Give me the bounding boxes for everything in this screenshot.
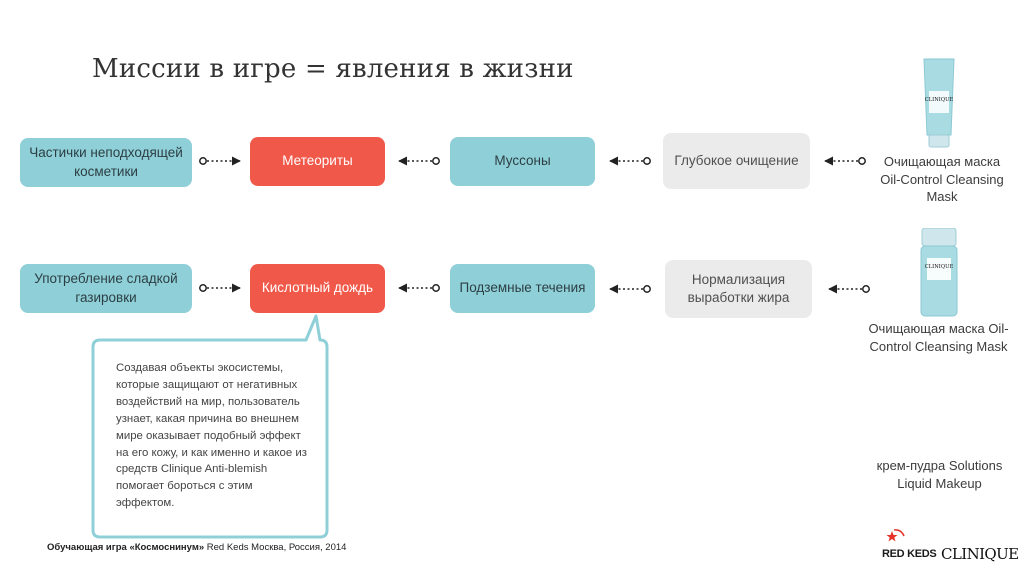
row2-solution-label: Нормализация выработки жира xyxy=(687,271,790,305)
row2-phenomenon-box: Подземные течения xyxy=(450,264,595,313)
arrow-row1-solution xyxy=(824,156,866,166)
arrow-row2-phenomenon xyxy=(609,284,651,294)
tube-brand-2: CLINIQUE xyxy=(925,264,954,270)
anti-blemish-bottle-image: CLINIQUE xyxy=(920,228,958,317)
row1-product-label: Очищающая маска Oil-Control Cleansing Ma… xyxy=(880,154,1004,205)
row1-mission-label: Метеориты xyxy=(282,153,353,169)
row1-phenomenon-label: Муссоны xyxy=(494,153,551,169)
row2-solution-box: Нормализация выработки жира xyxy=(665,260,812,318)
footer-credit: Обучающая игра «Космоснинум» Red Keds Мо… xyxy=(47,542,346,553)
row2-mission-label: Кислотный дождь xyxy=(261,280,374,296)
footer-game-name: Обучающая игра «Космоснинум» xyxy=(47,542,205,553)
row1-cause-label: Частички неподходящей косметики xyxy=(29,145,183,179)
row2-cause-box: Употребление сладкой газировки xyxy=(20,264,192,313)
arrow-row1-mission xyxy=(398,156,440,166)
row1-solution-box: Глубокое очищение xyxy=(663,133,810,189)
red-keds-star-icon xyxy=(886,529,905,542)
bubble-text: Создавая объекты экосистемы, которые защ… xyxy=(116,362,307,510)
speech-bubble xyxy=(91,314,329,539)
product3-label: крем-пудра Solutions Liquid Makeup xyxy=(876,458,1003,491)
page-title: Миссии в игре = явления в жизни xyxy=(92,54,574,84)
row1-phenomenon-box: Муссоны xyxy=(450,137,595,186)
footer-rest: Red Keds Москва, Россия, 2014 xyxy=(204,542,347,553)
row1-solution-label: Глубокое очищение xyxy=(674,152,799,168)
red-keds-logo: RED KEDS xyxy=(882,548,937,560)
arrow-row2-cause xyxy=(199,283,241,293)
row2-cause-label: Употребление сладкой газировки xyxy=(34,271,178,305)
tube-brand-1: CLINIQUE xyxy=(925,97,954,103)
row2-phenomenon-label: Подземные течения xyxy=(459,280,586,296)
arrow-row1-cause xyxy=(199,156,241,166)
row1-cause-box: Частички неподходящей косметики xyxy=(20,138,192,187)
row1-mission-box: Метеориты xyxy=(250,137,385,186)
row2-product-label: Очищающая маска Oil-Control Cleansing Ma… xyxy=(868,321,1009,354)
arrow-row2-solution xyxy=(828,284,870,294)
row2-mission-box: Кислотный дождь xyxy=(250,264,385,313)
cleansing-mask-tube-image: CLINIQUE xyxy=(923,58,955,148)
arrow-row2-mission xyxy=(398,283,440,293)
arrow-row1-phenomenon xyxy=(609,156,651,166)
clinique-logo: CLINIQUE xyxy=(941,545,1019,563)
